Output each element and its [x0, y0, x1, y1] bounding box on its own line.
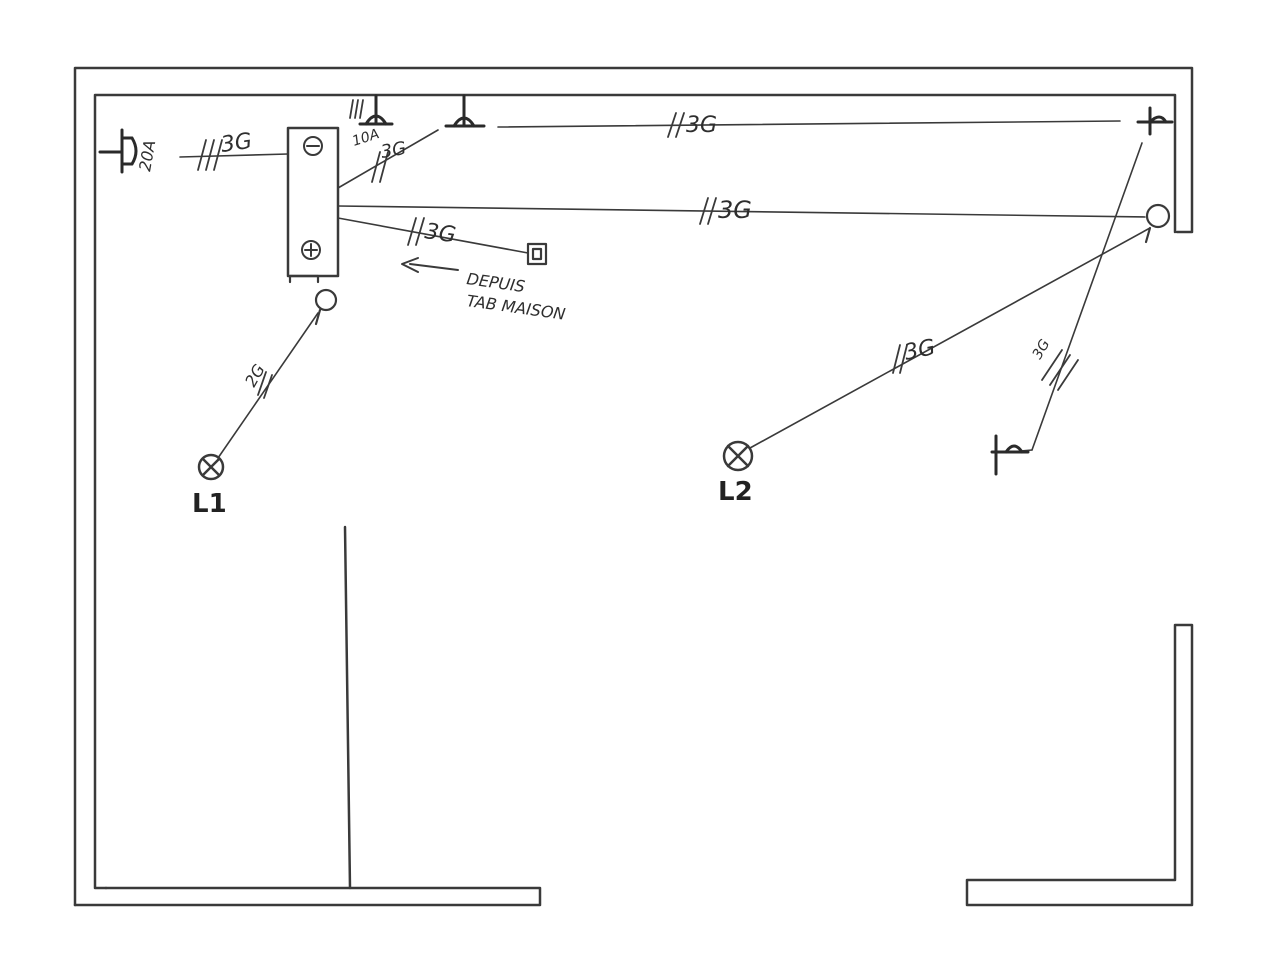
cable-panel-to-switch-right: [337, 205, 1146, 218]
cable-labels: 3G 3G 3G 3G 3G 2G 3G 3G: [219, 113, 1053, 390]
switch-icon: [1144, 203, 1171, 244]
cable-label-lamp-l2: 3G: [902, 335, 938, 366]
lamp-label-l2: L2: [718, 477, 753, 507]
cable-label-socket-left: 3G: [219, 129, 253, 158]
outer-wall-top-left: [73, 66, 1194, 907]
socket-icon: [990, 434, 1030, 476]
supply-note-line2: TAB MAISON: [465, 291, 566, 324]
switch-icon: [288, 274, 338, 326]
junction-box-icon: [526, 242, 548, 266]
cable-label-socket-right: 3G: [686, 113, 717, 138]
cable-label-return: 3G: [1030, 337, 1054, 362]
socket-icon: [444, 94, 486, 128]
cable-socket-top-to-right: [497, 120, 1121, 128]
inner-wall-top-left: [93, 93, 1177, 890]
socket-icon: [1136, 106, 1174, 136]
conductor-marks: [197, 99, 1079, 399]
walls: [73, 66, 1194, 907]
cable-label-lamp-l1: 2G: [241, 361, 269, 390]
lamp-icon: [722, 440, 754, 472]
socket-icon: [358, 94, 394, 126]
cable-label-socket-top: 3G: [379, 138, 408, 163]
distribution-panel: ⊖ ⊕: [286, 126, 340, 278]
lamp-label-l1: L1: [192, 489, 227, 519]
bottom-wall-right: [965, 623, 1194, 907]
cable-panel-to-socket-left: [179, 153, 289, 158]
socket-icon: [98, 128, 138, 174]
cable-right-return: [1031, 142, 1143, 451]
cable-label-switch-right: 3G: [718, 196, 752, 224]
cable-switch-right-to-lamp-l2: [749, 227, 1151, 449]
cable-panel-to-socket-top: [337, 129, 439, 189]
breaker-rating-left: 20A: [135, 139, 159, 173]
lamp-icon: [197, 453, 225, 481]
cable-label-junction: 3G: [423, 219, 457, 248]
breaker-rating-top: 10A: [350, 126, 381, 150]
arrow-left-icon: [401, 257, 459, 273]
cable-panel-to-junction: [337, 217, 529, 254]
bottom-wall-left: [73, 886, 542, 907]
interior-partition: [343, 525, 352, 890]
